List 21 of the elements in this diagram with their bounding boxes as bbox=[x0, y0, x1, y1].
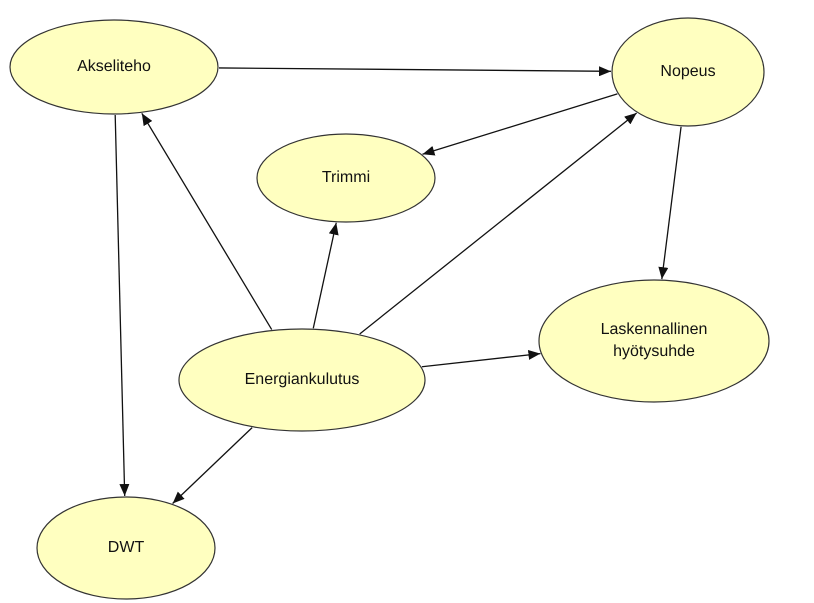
node-label: Energiankulutus bbox=[244, 370, 360, 390]
arrow bbox=[312, 222, 339, 328]
arrow bbox=[359, 112, 638, 334]
node-label: Akseliteho bbox=[77, 57, 151, 77]
arrow bbox=[658, 126, 682, 280]
ellipse-node bbox=[538, 279, 770, 403]
node-label: Nopeus bbox=[660, 62, 716, 82]
arrow bbox=[141, 112, 272, 330]
arrow bbox=[114, 114, 130, 496]
ellipse-node bbox=[178, 328, 426, 432]
ellipse-node bbox=[256, 133, 436, 223]
ellipse-node bbox=[36, 496, 216, 600]
ellipse-node bbox=[9, 19, 219, 115]
node-label: DWT bbox=[108, 538, 144, 558]
arrow bbox=[422, 350, 540, 368]
node-label: Laskennallinen hyötysuhde bbox=[600, 320, 708, 362]
arrow bbox=[172, 427, 253, 504]
arrow bbox=[218, 66, 612, 76]
arrow bbox=[422, 93, 618, 156]
node-label: Trimmi bbox=[322, 168, 370, 188]
ellipse-node bbox=[611, 17, 765, 127]
